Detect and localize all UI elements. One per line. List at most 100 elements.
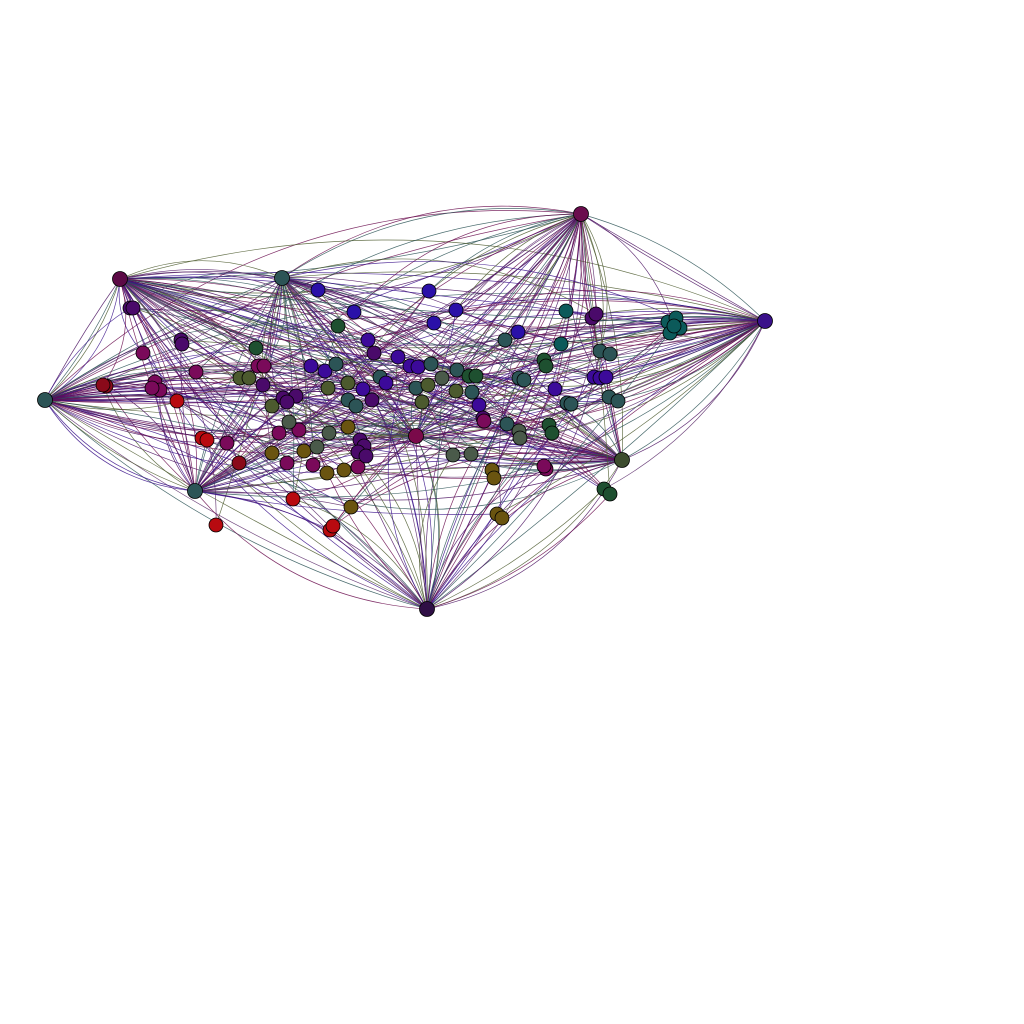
edge xyxy=(493,320,766,479)
edge xyxy=(599,320,766,379)
graph-node xyxy=(486,470,502,486)
edge xyxy=(281,277,520,379)
graph-node xyxy=(423,356,439,372)
edge xyxy=(605,376,623,461)
graph-node xyxy=(264,445,280,461)
graph-node xyxy=(271,425,287,441)
hub-node xyxy=(573,206,589,222)
graph-node xyxy=(421,283,437,299)
edge xyxy=(517,320,766,339)
edge xyxy=(119,278,568,404)
edge xyxy=(119,269,355,313)
edge xyxy=(426,377,443,610)
graph-node xyxy=(494,510,510,526)
graph-node xyxy=(264,398,280,414)
graph-node xyxy=(330,318,346,334)
edge xyxy=(426,365,547,610)
graph-node xyxy=(241,370,257,386)
edge xyxy=(367,213,582,341)
graph-node xyxy=(426,315,442,331)
graph-node xyxy=(448,302,464,318)
edge xyxy=(119,278,484,420)
edge xyxy=(580,213,766,322)
graph-node xyxy=(378,375,394,391)
graph-node xyxy=(219,435,235,451)
graph-node xyxy=(449,362,465,378)
graph-node xyxy=(95,377,111,393)
edge xyxy=(44,399,428,610)
edge xyxy=(426,488,605,610)
graph-node xyxy=(336,462,352,478)
graph-node xyxy=(497,332,513,348)
graph-node xyxy=(563,396,579,412)
edge xyxy=(419,454,454,610)
edge xyxy=(119,278,619,402)
graph-node xyxy=(305,457,321,473)
edge xyxy=(543,454,623,467)
edge xyxy=(543,213,596,467)
graph-node xyxy=(169,393,185,409)
graph-node xyxy=(346,304,362,320)
graph-node xyxy=(208,517,224,533)
graph-node xyxy=(499,416,515,432)
graph-node xyxy=(285,491,301,507)
edge xyxy=(44,324,369,401)
graph-node xyxy=(321,425,337,441)
edge xyxy=(580,213,766,322)
edge xyxy=(580,213,766,322)
graph-node xyxy=(188,364,204,380)
edge xyxy=(44,320,766,417)
edge xyxy=(501,320,766,519)
edge xyxy=(119,278,675,347)
edge xyxy=(263,277,286,367)
edge xyxy=(119,278,506,346)
hub-node xyxy=(614,452,630,468)
edge xyxy=(367,213,582,341)
graph-node xyxy=(558,303,574,319)
edge xyxy=(194,365,547,492)
graph-node xyxy=(538,358,554,374)
graph-node xyxy=(319,465,335,481)
edge xyxy=(44,365,259,410)
edge-layer xyxy=(44,205,766,610)
edge xyxy=(281,277,675,327)
edge xyxy=(288,320,766,427)
graph-node xyxy=(355,381,371,397)
edge xyxy=(119,213,582,294)
edge xyxy=(119,278,423,403)
edge xyxy=(426,320,766,610)
edge xyxy=(105,385,196,492)
edge xyxy=(195,371,428,610)
graph-node xyxy=(279,394,295,410)
edge xyxy=(119,278,545,364)
edge xyxy=(281,208,582,279)
graph-node xyxy=(390,349,406,365)
graph-node xyxy=(463,446,479,462)
edge xyxy=(415,379,525,437)
edge xyxy=(281,261,677,319)
edge xyxy=(176,400,623,479)
graph-node xyxy=(553,336,569,352)
edge xyxy=(357,451,428,610)
edge xyxy=(426,332,671,610)
hub-node xyxy=(187,483,203,499)
edge xyxy=(129,213,582,311)
graph-node xyxy=(364,392,380,408)
graph-node xyxy=(547,381,563,397)
edge xyxy=(543,320,766,361)
edge xyxy=(44,375,470,401)
hub-node xyxy=(757,313,773,329)
edge xyxy=(44,399,619,404)
graph-node xyxy=(464,384,480,400)
edge xyxy=(281,205,582,279)
edge xyxy=(580,213,607,378)
edge xyxy=(415,353,611,437)
hub-node xyxy=(419,601,435,617)
graph-node xyxy=(135,345,151,361)
edge xyxy=(194,490,331,531)
edge xyxy=(456,312,766,371)
graph-node xyxy=(328,356,344,372)
graph-node xyxy=(468,368,484,384)
edge xyxy=(496,320,766,515)
